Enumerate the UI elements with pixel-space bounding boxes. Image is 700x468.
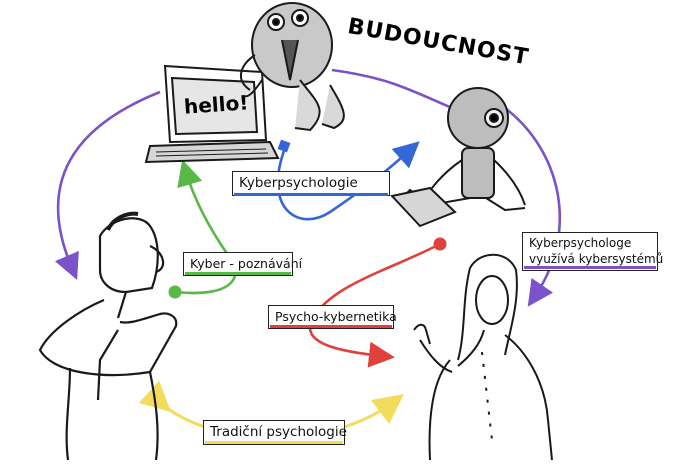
underline-green (185, 272, 291, 275)
label-psycho-kybernetika: Psycho-kybernetika (268, 305, 397, 329)
red-arrow (308, 242, 441, 368)
laptop-drawing (144, 64, 280, 164)
green-arrow-start-dot (168, 285, 182, 299)
label-kyberpsychologe-line1: Kyberpsychologe (529, 236, 632, 250)
seated-robot-drawing (390, 87, 526, 228)
round-robot-drawing (240, 2, 345, 132)
blue-arrow-start-square (277, 139, 291, 153)
label-psycho-kybernetika-text: Psycho-kybernetika (275, 309, 397, 324)
purple-arrow-left (54, 90, 161, 280)
purple-arrow-top (331, 68, 453, 110)
label-tradicni-psychologie-text: Tradiční psychologie (210, 424, 347, 440)
label-kyber-poznavani-text: Kyber - poznávání (190, 256, 303, 271)
label-kyberpsychologe: Kyberpsychologe využívá kybersystémů (522, 232, 664, 272)
man-drawing (38, 211, 178, 461)
label-tradicni-psychologie: Tradiční psychologie (203, 420, 347, 445)
underline-yellow (205, 441, 343, 444)
laptop-screen-text: hello! (183, 90, 249, 118)
underline-red (270, 325, 392, 328)
label-kyber-poznavani: Kyber - poznávání (183, 252, 302, 276)
underline-blue (234, 193, 388, 196)
label-kyberpsychologe-line2: využívá kybersystémů (529, 251, 664, 266)
woman-drawing (413, 253, 553, 461)
label-kyberpsychologie-text: Kyberpsychologie (239, 175, 358, 191)
red-arrow-start-dot (433, 237, 447, 251)
underline-purple (524, 266, 656, 269)
